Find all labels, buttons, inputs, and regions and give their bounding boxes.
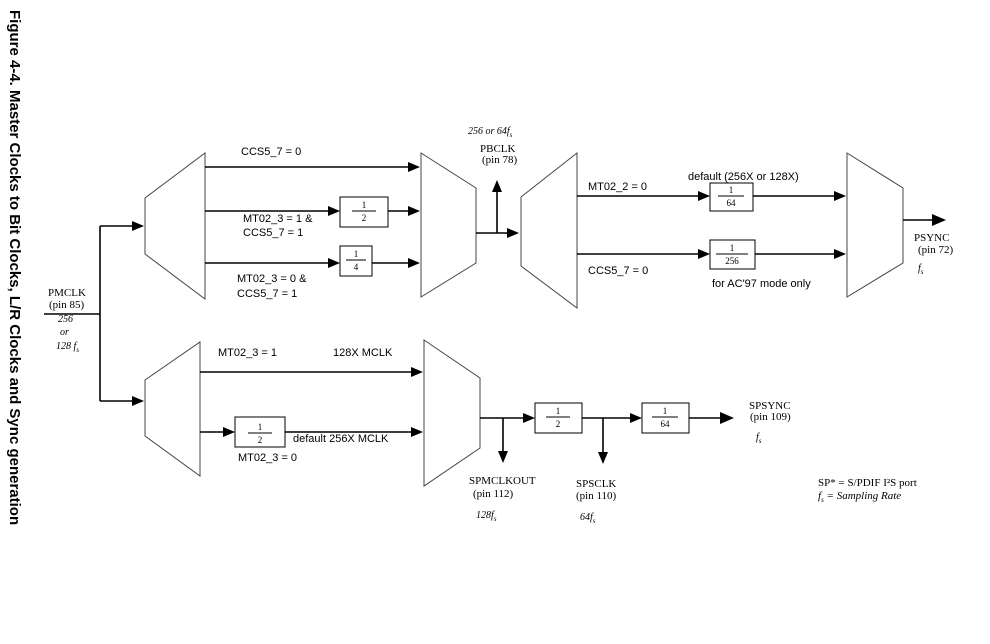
arrow-head <box>698 191 710 201</box>
bottom-div2-num: 1 <box>258 422 263 432</box>
pmclk-name: PMCLK <box>48 287 86 299</box>
spsclk-div-den: 2 <box>556 419 561 429</box>
arrow-head <box>698 249 710 259</box>
top-path1-label-2: CCS5_7 = 1 <box>243 227 303 239</box>
spsclk-label-group: SPSCLK (pin 110) 64fs <box>576 478 617 525</box>
divide-by-2-box-bottom <box>234 416 286 448</box>
spmclkout-name: SPMCLKOUT <box>469 475 536 487</box>
div256-num: 1 <box>730 243 735 253</box>
divide-by-2-box-top <box>339 196 389 228</box>
div2-num: 1 <box>362 200 367 210</box>
bottom-path0-label: MT02_3 = 1 <box>218 347 277 359</box>
default-note: default (256X or 128X) <box>688 171 799 183</box>
arrow-head <box>411 427 423 437</box>
mclk-128x-label: 128X MCLK <box>333 347 393 359</box>
top-out0-label: MT02_2 = 0 <box>588 181 647 193</box>
bottom-demux <box>144 341 201 477</box>
psync-name: PSYNC <box>914 232 949 244</box>
spsclk-rate: 64fs <box>580 512 596 525</box>
arrow-head <box>720 412 734 424</box>
pmclk-label-group: PMCLK (pin 85) 256 or 128 fs <box>48 287 86 354</box>
arrow-head <box>132 396 144 406</box>
spsync-pin: (pin 109) <box>750 411 791 423</box>
arrow-head <box>507 228 519 238</box>
arrow-head <box>328 258 340 268</box>
top-path2-label-1: MT02_3 = 0 & <box>237 273 307 285</box>
pmclk-rate-256: 256 <box>58 314 73 325</box>
spsync-name: SPSYNC <box>749 400 791 412</box>
arrow-head <box>408 162 420 172</box>
arrow-head <box>932 214 946 226</box>
top-path2-label-2: CCS5_7 = 1 <box>237 288 297 300</box>
arrow-head <box>523 413 535 423</box>
arrow-head <box>223 427 235 437</box>
divide-by-4-box <box>339 245 373 277</box>
top-demux-2 <box>520 151 578 309</box>
legend: SP* = S/PDIF I²S port fs = Sampling Rate <box>818 477 917 504</box>
spmclkout-pin: (pin 112) <box>473 488 514 500</box>
arrow-head <box>598 452 608 464</box>
legend-sp-line: SP* = S/PDIF I²S port <box>818 477 917 489</box>
psync-rate: fs <box>918 263 924 276</box>
top-mux-b <box>846 152 904 298</box>
bottom-mux <box>423 339 481 487</box>
pmclk-rate-or: or <box>60 327 69 338</box>
ac97-note: for AC'97 mode only <box>712 278 811 290</box>
arrow-head <box>834 191 846 201</box>
spsclk-div-num: 1 <box>556 406 561 416</box>
arrow-head <box>411 367 423 377</box>
top-demux-1 <box>144 152 206 300</box>
top-path0-label: CCS5_7 = 0 <box>241 146 301 158</box>
arrow-head <box>328 206 340 216</box>
div4-num: 1 <box>354 249 359 259</box>
pbclk-label-group: 256 or 64fs PBCLK (pin 78) <box>468 126 517 166</box>
pbclk-rate: 256 or 64fs <box>468 126 513 139</box>
psync-label-group: PSYNC (pin 72) fs <box>914 232 953 276</box>
spsync-label-group: SPSYNC (pin 109) fs <box>749 400 791 445</box>
legend-fs-line: fs = Sampling Rate <box>818 490 901 504</box>
divide-by-64-box-top <box>709 182 754 212</box>
bottom-div2-den: 2 <box>258 435 263 445</box>
pbclk-name: PBCLK <box>480 143 516 155</box>
div2-den: 2 <box>362 213 367 223</box>
divide-by-2-box-spsclk <box>534 402 583 434</box>
spsclk-name: SPSCLK <box>576 478 616 490</box>
arrow-head <box>492 180 502 192</box>
spsync-rate: fs <box>756 432 762 445</box>
spsync-div-den: 64 <box>661 419 671 429</box>
top-out1-label: CCS5_7 = 0 <box>588 265 648 277</box>
div64-num: 1 <box>729 185 734 195</box>
spmclkout-label-group: SPMCLKOUT (pin 112) 128fs <box>469 475 536 523</box>
pmclk-rate-128fs: 128 fs <box>56 341 79 354</box>
mclk-default-label: default 256X MCLK <box>293 433 389 445</box>
spmclkout-rate: 128fs <box>476 510 497 523</box>
arrow-head <box>498 451 508 463</box>
bottom-path1-label: MT02_3 = 0 <box>238 452 297 464</box>
arrow-head <box>630 413 642 423</box>
pbclk-pin: (pin 78) <box>482 154 517 166</box>
figure-caption: Figure 4-4. Master Clocks to Bit Clocks,… <box>6 10 23 525</box>
spsync-div-num: 1 <box>663 406 668 416</box>
div64-den: 64 <box>727 198 737 208</box>
top-path1-label-1: MT02_3 = 1 & <box>243 213 313 225</box>
div4-den: 4 <box>354 262 359 272</box>
arrow-head <box>408 206 420 216</box>
div256-den: 256 <box>725 256 739 266</box>
top-mux-a <box>420 152 477 298</box>
pmclk-pin: (pin 85) <box>49 299 84 311</box>
arrow-head <box>408 258 420 268</box>
spsclk-pin: (pin 110) <box>576 490 617 502</box>
arrow-head <box>132 221 144 231</box>
arrow-head <box>834 249 846 259</box>
psync-pin: (pin 72) <box>918 244 953 256</box>
